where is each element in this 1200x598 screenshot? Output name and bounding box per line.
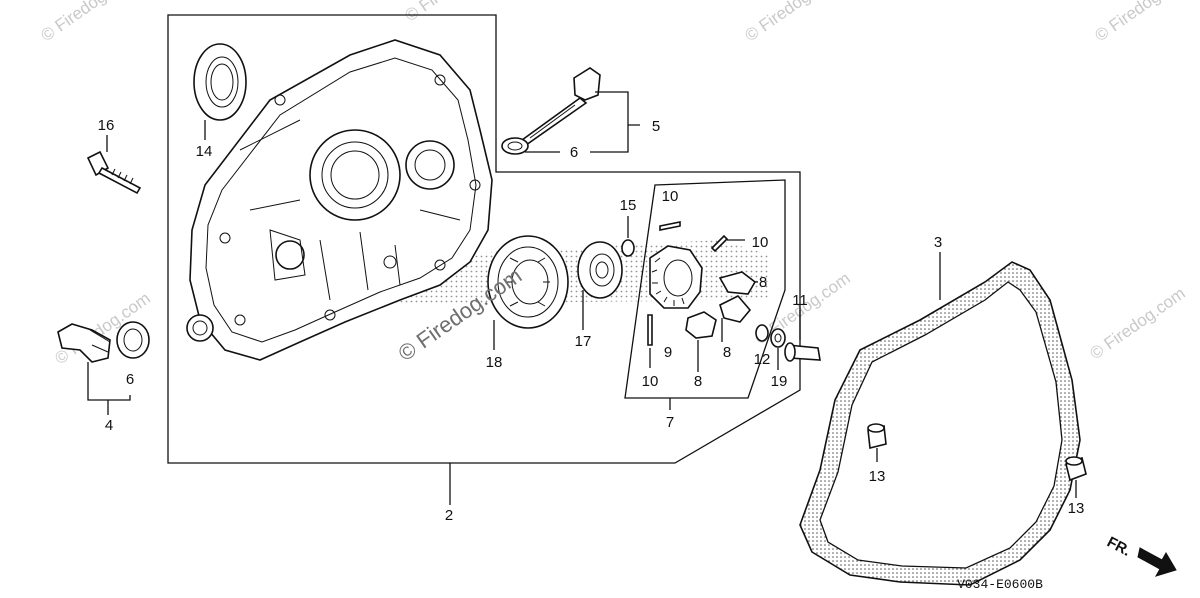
washer-part-19 <box>770 328 786 348</box>
callout-13-right: 13 <box>1068 500 1085 517</box>
pin-part-10-right <box>710 234 729 253</box>
callout-12: 12 <box>754 351 771 368</box>
callout-15: 15 <box>620 197 637 214</box>
callout-18: 18 <box>486 354 503 371</box>
callout-6-lower: 6 <box>126 371 134 388</box>
governor-weight-part-8-a <box>718 271 757 295</box>
oil-seal-part-14 <box>193 43 247 121</box>
governor-slider-part-8-c <box>685 311 717 339</box>
dowel-pin-part-13-b <box>1065 456 1087 482</box>
dowel-pin-part-13-a <box>867 423 887 449</box>
watermark-text: © Firedog.com <box>37 0 139 45</box>
callout-4: 4 <box>105 417 113 434</box>
callout-3: 3 <box>934 234 942 251</box>
governor-gear-part-9 <box>649 245 703 309</box>
callout-10-top: 10 <box>662 188 679 205</box>
front-direction-indicator: FR. <box>1104 534 1177 577</box>
callout-13-left: 13 <box>869 468 886 485</box>
gasket-part-3 <box>799 261 1081 586</box>
callout-17: 17 <box>575 333 592 350</box>
watermark-text: © Firedog.com <box>401 0 503 25</box>
front-arrow-icon <box>1137 547 1177 577</box>
diagram-code: V034-E0600B <box>957 577 1043 592</box>
assembly-outline <box>167 14 801 464</box>
callout-9: 9 <box>664 344 672 361</box>
leader-5 <box>590 91 640 153</box>
callout-14: 14 <box>196 143 213 160</box>
watermark-text: © Firedog.com <box>741 0 843 45</box>
pin-part-10-top <box>659 221 681 231</box>
callout-11: 11 <box>792 292 808 309</box>
callout-10-bottom: 10 <box>642 373 659 390</box>
callout-7: 7 <box>666 414 674 431</box>
callout-5: 5 <box>652 118 660 135</box>
watermark-text: © Firedog.com <box>1091 0 1193 45</box>
ball-bearing-part-18 <box>487 235 569 329</box>
callout-8-middle: 8 <box>723 344 731 361</box>
callout-8-lower: 8 <box>694 373 702 390</box>
pin-part-10-bottom <box>647 314 653 346</box>
callout-10-right: 10 <box>752 234 769 251</box>
washer-part-15 <box>621 239 635 257</box>
drain-plug-part-4 <box>57 323 111 363</box>
leader-4 <box>87 362 131 415</box>
governor-weight-part-8-b <box>719 295 752 323</box>
callout-8-upper: 8 <box>759 274 767 291</box>
oil-dipstick-part-5 <box>520 67 601 147</box>
callout-16: 16 <box>98 117 115 134</box>
shaft-part-11 <box>784 342 821 362</box>
crankcase-cover <box>186 39 493 361</box>
o-ring-part-6-upper <box>501 137 529 155</box>
callout-labels: 2 3 4 5 6 6 7 8 8 8 9 10 10 10 11 12 13 … <box>98 117 1085 524</box>
leader-8 <box>697 281 758 372</box>
flange-bolt-part-16 <box>86 150 142 195</box>
callout-19: 19 <box>771 373 788 390</box>
bearing-part-17 <box>577 241 623 299</box>
washer-part-12 <box>755 324 769 342</box>
watermark-text: © Firedog.com <box>1086 284 1188 364</box>
o-ring-part-6-lower <box>116 321 150 359</box>
callout-6-upper: 6 <box>570 144 578 161</box>
governor-assembly-outline <box>624 179 786 399</box>
leader-11-19 <box>777 310 801 370</box>
front-label: FR. <box>1104 534 1133 560</box>
callout-2: 2 <box>445 507 453 524</box>
